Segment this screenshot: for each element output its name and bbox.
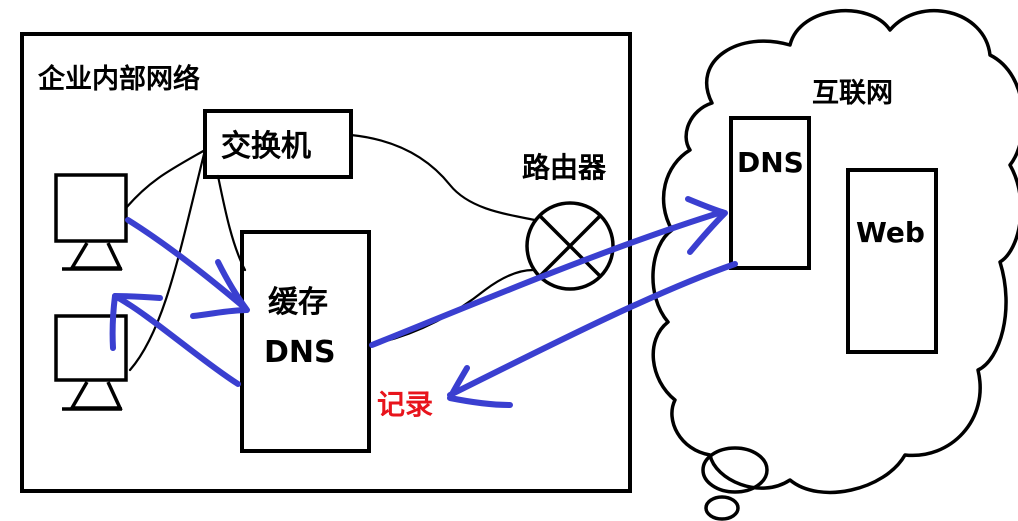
computer-1 — [54, 173, 128, 271]
query-flow-arrows — [109, 196, 738, 408]
cloud-icon — [651, 8, 1018, 521]
internet-dns-node: DNS — [729, 116, 811, 270]
response-arrow-internet-dns-to-record — [447, 261, 738, 398]
web-server-label: Web — [856, 216, 925, 249]
cache-dns-label-line2: DNS — [264, 335, 336, 370]
record-label: 记录 — [377, 388, 433, 421]
internal-network-boundary — [20, 32, 632, 493]
monitor-icon — [54, 314, 128, 382]
switch-label: 交换机 — [221, 129, 311, 164]
internal-network-label: 企业内部网络 — [38, 63, 200, 95]
network-cables — [124, 133, 537, 372]
web-server-node: Web — [846, 168, 938, 354]
router-label: 路由器 — [522, 151, 607, 184]
switch-node: 交换机 — [203, 109, 353, 179]
cache-dns-label-line1: 缓存 — [268, 285, 328, 320]
query-arrow-client-to-cache — [125, 217, 248, 311]
query-arrow-cache-to-internet-dns — [369, 209, 725, 348]
router-node: 路由器 — [522, 151, 615, 291]
internet-label: 互联网 — [812, 78, 893, 109]
internet-dns-label: DNS — [737, 146, 804, 179]
monitor-icon — [54, 173, 128, 243]
cache-dns-node: 缓存 DNS — [240, 230, 371, 453]
response-arrow-cache-to-client — [112, 293, 241, 387]
computer-2 — [54, 314, 128, 411]
